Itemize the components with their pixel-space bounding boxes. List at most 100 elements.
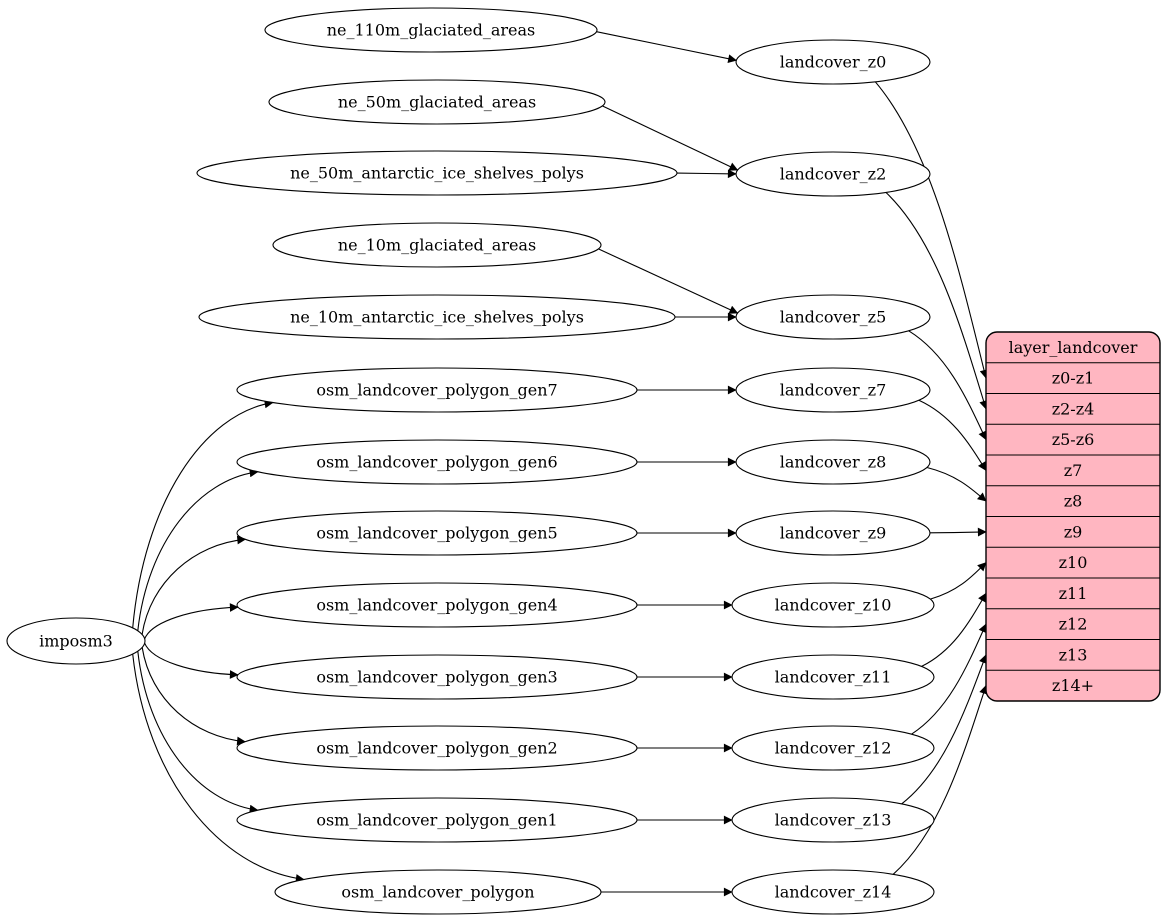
node-label-ne_110m_glaciated_areas: ne_110m_glaciated_areas bbox=[327, 21, 536, 40]
node-shape-osm_landcover_polygon_gen1 bbox=[236, 797, 638, 843]
node-label-landcover_z10: landcover_z10 bbox=[775, 596, 892, 615]
node-shape-landcover_z5 bbox=[735, 294, 931, 340]
edge-landcover_z12-to-layer_landcover-row-z12 bbox=[911, 623, 987, 735]
node-ne_110m_glaciated_areas: ne_110m_glaciated_areas bbox=[264, 7, 598, 53]
node-ne_10m_antarctic_ice_shelves_polys: ne_10m_antarctic_ice_shelves_polys bbox=[198, 294, 676, 340]
node-landcover_z2: landcover_z2 bbox=[735, 151, 931, 197]
edge-ne_10m_glaciated_areas-to-landcover_z5 bbox=[598, 248, 739, 314]
node-shape-osm_landcover_polygon_gen5 bbox=[236, 510, 638, 556]
edge-layer bbox=[132, 31, 989, 897]
node-label-osm_landcover_polygon_gen6: osm_landcover_polygon_gen6 bbox=[316, 453, 557, 472]
node-osm_landcover_polygon_gen5: osm_landcover_polygon_gen5 bbox=[236, 510, 638, 556]
edge-imposm3-to-osm_landcover_polygon_gen6 bbox=[137, 468, 259, 631]
edge-imposm3-to-osm_landcover_polygon_gen3 bbox=[144, 643, 239, 679]
record-row-z0-z1: z0-z1 bbox=[1052, 369, 1095, 388]
node-osm_landcover_polygon_gen1: osm_landcover_polygon_gen1 bbox=[236, 797, 638, 843]
node-label-osm_landcover_polygon_gen3: osm_landcover_polygon_gen3 bbox=[316, 668, 557, 687]
edge-landcover_z10-to-layer_landcover-row-z10 bbox=[930, 562, 987, 600]
record-row-z14+: z14+ bbox=[1052, 676, 1094, 695]
node-osm_landcover_polygon_gen2: osm_landcover_polygon_gen2 bbox=[236, 725, 638, 771]
node-landcover_z7: landcover_z7 bbox=[735, 367, 931, 413]
node-ne_50m_glaciated_areas: ne_50m_glaciated_areas bbox=[268, 79, 606, 125]
edge-landcover_z7-to-layer_landcover-row-z7 bbox=[918, 399, 987, 471]
node-landcover_z9: landcover_z9 bbox=[735, 510, 931, 556]
node-shape-osm_landcover_polygon_gen7 bbox=[236, 367, 638, 413]
node-label-ne_10m_antarctic_ice_shelves_polys: ne_10m_antarctic_ice_shelves_polys bbox=[290, 308, 584, 327]
node-shape-landcover_z11 bbox=[731, 654, 935, 700]
edge-imposm3-to-osm_landcover_polygon bbox=[132, 654, 305, 883]
edge-landcover_z0-to-layer_landcover-row-z0-z1 bbox=[874, 81, 989, 379]
node-shape-landcover_z2 bbox=[735, 151, 931, 197]
edge-landcover_z2-to-layer_landcover-row-z2-z4 bbox=[885, 192, 988, 410]
node-shape-ne_50m_glaciated_areas bbox=[268, 79, 606, 125]
node-osm_landcover_polygon_gen4: osm_landcover_polygon_gen4 bbox=[236, 582, 638, 628]
node-shape-ne_110m_glaciated_areas bbox=[264, 7, 598, 53]
node-landcover_z10: landcover_z10 bbox=[731, 582, 935, 628]
node-landcover_z11: landcover_z11 bbox=[731, 654, 935, 700]
node-landcover_z8: landcover_z8 bbox=[735, 439, 931, 485]
edge-landcover_z11-to-layer_landcover-row-z11 bbox=[921, 592, 987, 667]
edge-landcover_z5-to-layer_landcover-row-z5-z6 bbox=[908, 330, 987, 441]
node-imposm3: imposm3 bbox=[6, 617, 146, 665]
record-layer_landcover: layer_landcover z0-z1 z2-z4 z5-z6 z7 z8 z9 z10 z… bbox=[985, 331, 1161, 702]
node-shape-osm_landcover_polygon bbox=[274, 869, 602, 915]
node-osm_landcover_polygon_gen3: osm_landcover_polygon_gen3 bbox=[236, 654, 638, 700]
node-label-landcover_z7: landcover_z7 bbox=[780, 381, 887, 400]
record-row-z8: z8 bbox=[1064, 492, 1083, 511]
record-row-z11: z11 bbox=[1059, 584, 1088, 603]
record-title: layer_landcover bbox=[1009, 338, 1138, 357]
record-row-z12: z12 bbox=[1059, 615, 1088, 634]
node-landcover_z0: landcover_z0 bbox=[735, 39, 931, 85]
node-label-landcover_z13: landcover_z13 bbox=[775, 811, 892, 830]
node-label-osm_landcover_polygon_gen7: osm_landcover_polygon_gen7 bbox=[316, 381, 557, 400]
node-label-imposm3: imposm3 bbox=[39, 632, 113, 651]
node-shape-ne_10m_glaciated_areas bbox=[272, 222, 602, 268]
node-shape-imposm3 bbox=[6, 617, 146, 665]
node-shape-landcover_z14 bbox=[731, 869, 935, 915]
node-shape-landcover_z10 bbox=[731, 582, 935, 628]
node-label-osm_landcover_polygon_gen1: osm_landcover_polygon_gen1 bbox=[316, 811, 557, 830]
node-ne_10m_glaciated_areas: ne_10m_glaciated_areas bbox=[272, 222, 602, 268]
node-shape-ne_50m_antarctic_ice_shelves_polys bbox=[196, 150, 678, 196]
edge-imposm3-to-osm_landcover_polygon_gen1 bbox=[137, 651, 259, 814]
node-landcover_z13: landcover_z13 bbox=[731, 797, 935, 843]
node-label-landcover_z9: landcover_z9 bbox=[780, 524, 887, 543]
node-label-osm_landcover_polygon_gen2: osm_landcover_polygon_gen2 bbox=[316, 739, 557, 758]
node-label-landcover_z11: landcover_z11 bbox=[775, 668, 892, 687]
node-shape-landcover_z13 bbox=[731, 797, 935, 843]
node-shape-landcover_z8 bbox=[735, 439, 931, 485]
node-landcover_z12: landcover_z12 bbox=[731, 725, 935, 771]
node-osm_landcover_polygon_gen7: osm_landcover_polygon_gen7 bbox=[236, 367, 638, 413]
edge-landcover_z9-to-layer_landcover-row-z9 bbox=[929, 527, 987, 537]
node-shape-landcover_z12 bbox=[731, 725, 935, 771]
edge-ne_50m_glaciated_areas-to-landcover_z2 bbox=[602, 105, 739, 171]
record-row-z5-z6: z5-z6 bbox=[1052, 430, 1095, 449]
edge-ne_50m_antarctic_ice_shelves_polys-to-landcover_z2 bbox=[676, 169, 737, 179]
node-label-osm_landcover_polygon: osm_landcover_polygon bbox=[341, 883, 534, 902]
node-osm_landcover_polygon: osm_landcover_polygon bbox=[274, 869, 602, 915]
node-shape-landcover_z9 bbox=[735, 510, 931, 556]
node-shape-osm_landcover_polygon_gen6 bbox=[236, 439, 638, 485]
record-row-z10: z10 bbox=[1059, 553, 1088, 572]
node-label-landcover_z12: landcover_z12 bbox=[775, 739, 892, 758]
edge-ne_110m_glaciated_areas-to-landcover_z0 bbox=[596, 31, 737, 63]
edge-imposm3-to-osm_landcover_polygon_gen5 bbox=[141, 535, 247, 635]
node-label-landcover_z8: landcover_z8 bbox=[780, 453, 887, 472]
edge-landcover_z14-to-layer_landcover-row-z14+ bbox=[892, 684, 988, 875]
record-row-z9: z9 bbox=[1064, 522, 1083, 541]
record-row-z13: z13 bbox=[1059, 645, 1088, 664]
node-shape-landcover_z0 bbox=[735, 39, 931, 85]
node-layer: imposm3 ne_110m_glaciated_areas ne_50m_gla… bbox=[6, 7, 1161, 915]
node-label-landcover_z0: landcover_z0 bbox=[780, 53, 887, 72]
record-row-z7: z7 bbox=[1064, 461, 1083, 480]
node-label-landcover_z5: landcover_z5 bbox=[780, 308, 887, 327]
node-landcover_z5: landcover_z5 bbox=[735, 294, 931, 340]
node-shape-osm_landcover_polygon_gen3 bbox=[236, 654, 638, 700]
node-label-ne_10m_glaciated_areas: ne_10m_glaciated_areas bbox=[338, 236, 536, 255]
node-shape-osm_landcover_polygon_gen4 bbox=[236, 582, 638, 628]
edge-landcover_z13-to-layer_landcover-row-z13 bbox=[901, 654, 988, 805]
node-shape-ne_10m_antarctic_ice_shelves_polys bbox=[198, 294, 676, 340]
record-row-z2-z4: z2-z4 bbox=[1052, 399, 1095, 418]
